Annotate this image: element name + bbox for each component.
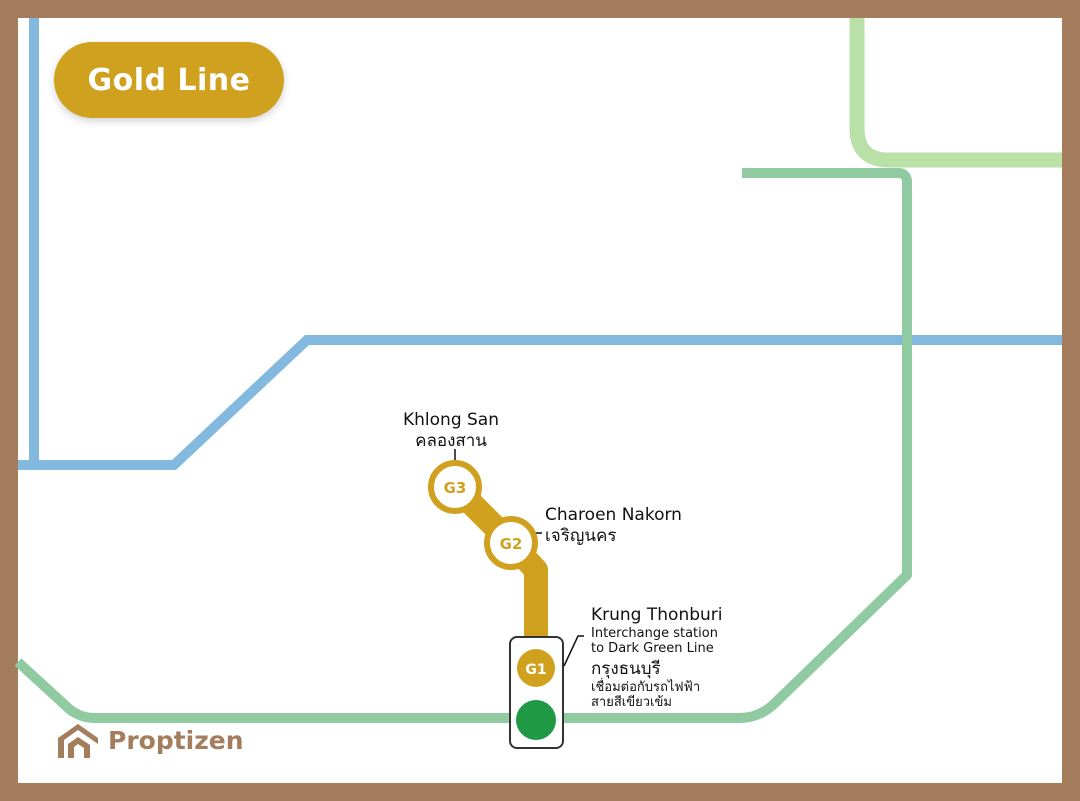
station-g2-name-en: Charoen Nakorn [545, 505, 682, 525]
station-g1-code: G1 [525, 662, 546, 678]
station-g1-note-en-1: Interchange station [591, 626, 718, 641]
dark-green-station-marker [516, 700, 556, 740]
station-g1-marker [517, 649, 555, 687]
station-g2[interactable]: G2 [484, 516, 538, 570]
station-g3-code: G3 [444, 479, 467, 497]
dark-green-line [14, 168, 912, 723]
station-g1-note-en-2: to Dark Green Line [591, 641, 714, 656]
station-g3[interactable]: G3 [428, 460, 482, 514]
line-title: Gold Line [87, 62, 251, 98]
station-g2-name-th: เจริญนคร [545, 526, 617, 546]
proptizen-logo-icon [58, 724, 98, 758]
brand-logo: Proptizen [56, 720, 244, 760]
station-g1-name-en: Krung Thonburi [591, 605, 723, 625]
station-g3-marker [428, 460, 482, 514]
blue-line-route [18, 335, 1062, 470]
station-g3-name-en: Khlong San [403, 410, 499, 430]
station-g2-label: Charoen Nakorn เจริญนคร [545, 505, 682, 547]
brand-name: Proptizen [108, 725, 244, 755]
station-g2-code: G2 [500, 535, 523, 553]
station-g1-note-th-1: เชื่อมต่อกับรถไฟฟ้า [591, 680, 701, 695]
station-g3-name-th: คลองสาน [415, 431, 487, 451]
line-title-badge: Gold Line [54, 42, 284, 118]
light-green-line [849, 18, 1062, 168]
station-g1-name-th: กรุงธนบุรี [591, 659, 661, 679]
station-g1-note-th-2: สายสีเขียวเข้ม [591, 695, 672, 710]
station-g1-label: Krung Thonburi Interchange station to Da… [591, 605, 723, 710]
station-g1[interactable]: G1 [509, 636, 564, 749]
station-g2-marker [484, 516, 538, 570]
leader-line-g1 [563, 635, 584, 667]
station-g3-label: Khlong San คลองสาน [403, 410, 499, 452]
